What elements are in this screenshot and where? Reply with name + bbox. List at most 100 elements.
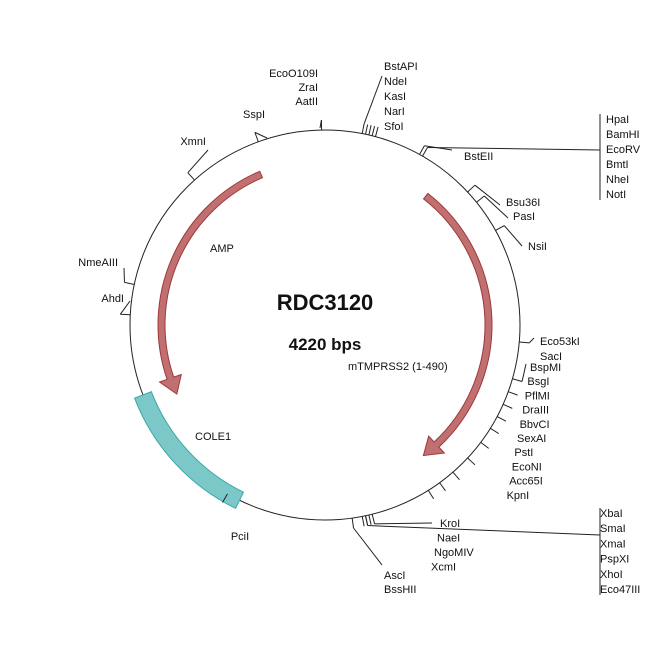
site-group-asci — [351, 518, 383, 566]
site-label-draiii: DraIII — [522, 405, 549, 417]
site-group-sspi — [254, 131, 268, 142]
site-group-ahdi — [119, 300, 131, 316]
site-label-psti: PstI — [514, 447, 533, 459]
site-label-sexai: SexAI — [517, 433, 546, 445]
site-tick — [496, 416, 507, 422]
site-tick — [495, 225, 505, 231]
site-label-bspmi: BspMI — [530, 362, 561, 374]
site-label-xbai: XbaI — [600, 508, 623, 520]
site-tick — [254, 132, 259, 142]
site-label-naei: NaeI — [437, 533, 460, 545]
site-leader — [483, 195, 509, 219]
site-tick — [422, 147, 428, 157]
site-label-aatii: AatII — [295, 96, 318, 108]
site-leader — [427, 146, 601, 151]
site-tick — [427, 490, 435, 500]
site-tick — [124, 281, 135, 285]
site-leader — [474, 184, 501, 206]
site-tick — [365, 124, 369, 135]
site-label-nhei: NheI — [606, 174, 629, 186]
site-leader — [528, 337, 535, 344]
site-group-kroi — [361, 514, 433, 527]
site-label-eco47iii: Eco47III — [600, 584, 640, 596]
site-group-bstapi — [361, 75, 383, 137]
site-label-bmti: BmtI — [606, 159, 629, 171]
site-tick — [480, 441, 490, 449]
feature-amp: AMP — [157, 170, 264, 395]
site-label-saci: SacI — [540, 351, 562, 363]
site-tick — [368, 514, 372, 525]
site-leader — [503, 225, 523, 247]
site-label-kasi: KasI — [384, 91, 406, 103]
site-group-eco53ki — [519, 337, 535, 344]
plasmid-size: 4220 bps — [289, 335, 362, 354]
site-label-xcmi: XcmI — [431, 562, 456, 574]
site-label-pspxi: PspXI — [600, 554, 629, 566]
site-leader — [353, 527, 383, 566]
site-label-kpni: KpnI — [507, 490, 530, 502]
site-label-eco53ki: Eco53kI — [540, 336, 580, 348]
site-tick — [351, 518, 355, 529]
site-tick — [222, 493, 228, 503]
site-label-bsteii: BstEII — [464, 151, 493, 163]
site-leader — [374, 522, 433, 525]
site-label-bstapi: BstAPI — [384, 61, 418, 73]
site-label-ecorv: EcoRV — [606, 144, 641, 156]
site-label-pasi: PasI — [513, 211, 535, 223]
site-leader — [367, 525, 601, 536]
site-tick — [512, 378, 523, 382]
site-label-pcii: PciI — [231, 531, 249, 543]
site-label-smai: SmaI — [600, 523, 626, 535]
site-group-nmeaiii — [123, 267, 135, 285]
feature-label: COLE1 — [195, 431, 231, 443]
site-tick — [502, 403, 513, 409]
site-tick — [452, 471, 460, 481]
site-label-bsu36i: Bsu36I — [506, 197, 540, 209]
site-tick — [467, 184, 476, 193]
site-tick — [361, 123, 365, 134]
site-tick — [361, 516, 365, 527]
plasmid-name: RDC3120 — [277, 290, 374, 315]
site-leader — [521, 363, 527, 382]
site-label-bsgi: BsgI — [527, 376, 549, 388]
site-tick — [368, 125, 372, 136]
site-tick — [120, 313, 131, 316]
feature-cole1: COLE1 — [133, 391, 245, 510]
site-label-zrai: ZraI — [298, 82, 318, 94]
site-leader — [119, 300, 131, 315]
site-group-pcii — [222, 493, 228, 503]
site-leader — [254, 131, 268, 139]
site-group-bsu36i — [467, 184, 501, 206]
site-label-pflmi: PflMI — [525, 390, 550, 402]
site-tick — [439, 482, 446, 492]
site-label-econi: EcoNI — [512, 461, 542, 473]
site-label-hpai: HpaI — [606, 114, 629, 126]
site-group-xbai — [365, 508, 601, 595]
site-label-xhoi: XhoI — [600, 569, 623, 581]
site-group-pasi — [476, 195, 509, 219]
site-label-ecoo109i: EcoO109I — [269, 68, 318, 80]
site-group-xmni — [187, 149, 209, 181]
site-label-asci: AscI — [384, 570, 405, 582]
site-tick — [519, 341, 530, 344]
backbone-circle — [129, 129, 521, 521]
site-label-ngomiv: NgoMIV — [434, 547, 474, 559]
site-group-bspmi — [427, 363, 527, 500]
site-tick — [490, 427, 500, 435]
site-label-xmni: XmnI — [180, 136, 206, 148]
site-leader — [319, 119, 322, 129]
site-group-ecoo109i — [319, 119, 323, 131]
site-label-acc65i: Acc65I — [509, 476, 543, 488]
site-label-nmeaiii: NmeAIII — [78, 257, 118, 269]
site-label-sspi: SspI — [243, 109, 265, 121]
site-tick — [371, 125, 376, 136]
site-tick — [419, 145, 425, 155]
site-tick — [187, 172, 195, 181]
feature-mtmprss2-1-490: mTMPRSS2 (1-490) — [348, 192, 493, 457]
feature-label: mTMPRSS2 (1-490) — [348, 361, 448, 373]
site-label-noti: NotI — [606, 189, 626, 201]
site-group-hpai — [422, 114, 601, 200]
feature-mtmprss2-1-490-arrow — [422, 192, 493, 457]
site-label-xmai: XmaI — [600, 538, 626, 550]
